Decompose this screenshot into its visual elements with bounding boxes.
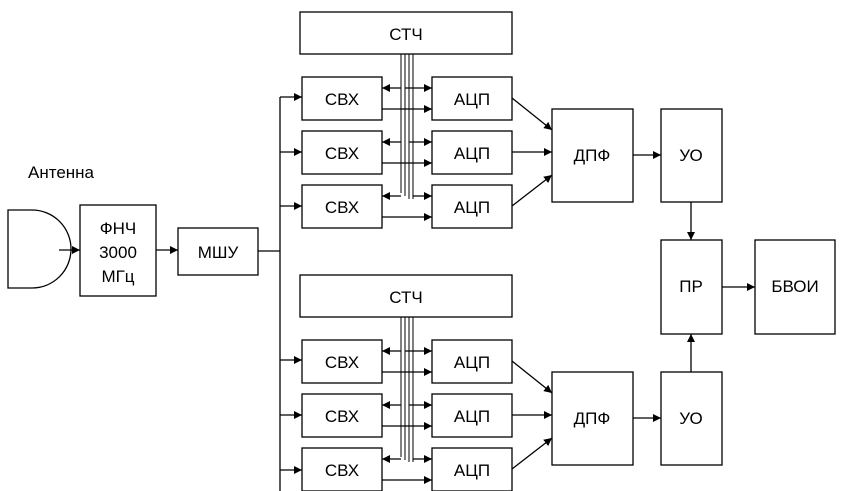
synth-top-block: СТЧ (299, 11, 513, 55)
mixer-bottom-1-label: СВХ (325, 353, 359, 372)
mixer-bottom-3-label: СВХ (325, 461, 359, 480)
output-label: БВОИ (771, 277, 818, 296)
lpf-label-2: 3000 (99, 243, 137, 262)
mixer-top-2: СВХ (301, 130, 383, 175)
adc-bottom-3-label: АЦП (454, 461, 490, 480)
mixer-bottom-2-label: СВХ (325, 407, 359, 426)
amp-top-label: УО (679, 146, 702, 165)
synth-top-label: СТЧ (389, 25, 422, 44)
amp-top-block: УО (660, 108, 723, 203)
mixer-top-1-label: СВХ (325, 90, 359, 109)
arrow-adc-dft-bottom-1 (511, 360, 553, 394)
adc-bottom-2: АЦП (431, 393, 513, 438)
output-block: БВОИ (754, 239, 836, 335)
mixer-top-3: СВХ (301, 184, 383, 229)
arrow-adc-dft-top-3 (511, 174, 553, 207)
dft-top-block: ДПФ (551, 108, 634, 203)
synth-bottom-bus (400, 317, 414, 462)
synth-bottom-label: СТЧ (389, 288, 422, 307)
lpf-label-3: МГц (101, 267, 134, 286)
amp-bottom-block: УО (660, 371, 723, 466)
mixer-top-3-label: СВХ (325, 198, 359, 217)
arrow-adc-dft-bottom-3 (511, 437, 553, 470)
antenna-icon (7, 209, 72, 289)
decision-block: ПР (660, 239, 723, 335)
dft-bottom-block: ДПФ (551, 371, 634, 466)
adc-bottom-1: АЦП (431, 339, 513, 384)
lpf-block: ФНЧ 3000 МГц (79, 204, 157, 297)
lna-block: МШУ (177, 227, 259, 276)
adc-bottom-3: АЦП (431, 447, 513, 491)
adc-top-3-label: АЦП (454, 198, 490, 217)
mixer-bottom-2: СВХ (301, 393, 383, 438)
adc-top-2-label: АЦП (454, 144, 490, 163)
adc-top-1: АЦП (431, 76, 513, 121)
dft-bottom-label: ДПФ (574, 409, 611, 428)
mixer-bottom-3: СВХ (301, 447, 383, 491)
arrow-adc-dft-top-1 (511, 97, 553, 131)
mixer-bottom-1: СВХ (301, 339, 383, 384)
adc-top-1-label: АЦП (454, 90, 490, 109)
amp-bottom-label: УО (679, 409, 702, 428)
synth-bottom-block: СТЧ (299, 274, 513, 318)
adc-top-3: АЦП (431, 184, 513, 229)
adc-bottom-2-label: АЦП (454, 407, 490, 426)
adc-top-2: АЦП (431, 130, 513, 175)
dft-top-label: ДПФ (574, 146, 611, 165)
lna-label: МШУ (198, 243, 239, 262)
synth-top-bus (400, 54, 414, 199)
adc-bottom-1-label: АЦП (454, 353, 490, 372)
lpf-label-1: ФНЧ (100, 219, 137, 238)
mixer-top-1: СВХ (301, 76, 383, 121)
antenna-label: Антенна (28, 163, 95, 182)
mixer-top-2-label: СВХ (325, 144, 359, 163)
decision-label: ПР (679, 277, 703, 296)
